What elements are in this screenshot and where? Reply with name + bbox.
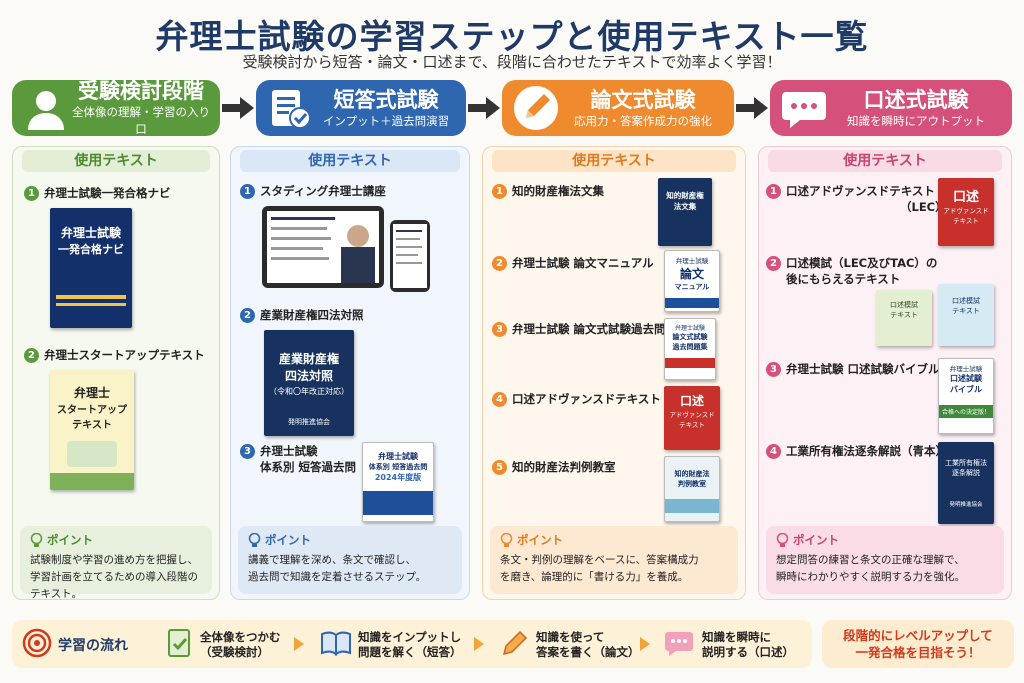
book-cover: 工業所有権法 逐条解説 発明推進協会 <box>938 442 994 524</box>
stage-name: 短答式試験 <box>333 87 439 112</box>
column-heading: 使用テキスト <box>492 150 736 172</box>
lightbulb-icon <box>248 533 261 547</box>
point-text: 講義で理解を深め、条文で確認し、過去問で知識を定着させるステップ。 <box>248 554 427 583</box>
point-box: ポイント 条文・判例の理解をベースに、答案構成力を磨き、論理的に「書ける力」を養… <box>490 526 738 594</box>
stage-header-1: 受験検討段階全体像の理解・学習の入り口 <box>12 79 220 136</box>
list-item: （LEC） <box>900 200 947 214</box>
book-cover: 口述模試 テキスト <box>876 290 932 346</box>
checklist-icon <box>168 629 190 657</box>
book-cover: 口述 アドヴァンスド テキスト <box>938 178 994 246</box>
column-heading: 使用テキスト <box>768 150 1002 172</box>
flow-arrow-icon <box>294 637 304 651</box>
page-subtitle: 受験検討から短答・論文・口述まで、段階に合わせたテキストで効率よく学習！ <box>242 53 782 71</box>
stage-arrow-icon <box>240 97 254 119</box>
lightbulb-icon <box>500 533 513 547</box>
book-cover: 知的財産権 法文集 <box>658 178 712 246</box>
point-text: 条文・判例の理解をベースに、答案構成力を磨き、論理的に「書ける力」を養成。 <box>500 554 699 583</box>
point-label: ポイント <box>776 532 996 548</box>
point-box: ポイント 想定問答の練習と条文の正確な理解で、瞬時にわかりやすく説明する力を強化… <box>766 526 1004 594</box>
stage-name: 口述式試験 <box>863 87 969 112</box>
point-label: ポイント <box>248 532 454 548</box>
stage-header-3: 論文式試験応用力・答案作成力の強化 <box>502 80 734 136</box>
book-cover: 弁理士試験 一発合格ナビ <box>50 208 132 328</box>
point-label: ポイント <box>30 532 204 548</box>
point-box: ポイント 試験制度や学習の進め方を把握し、学習計画を立てるための導入段階のテキス… <box>20 526 212 600</box>
stage-name: 論文式試験 <box>590 87 696 112</box>
flow-step: 全体像をつかむ（受験検討） <box>200 630 281 659</box>
flow-arrow-icon <box>474 637 484 651</box>
pencil-icon <box>502 630 528 656</box>
stage-arrow-icon <box>486 97 500 119</box>
stage-desc: インプット＋過去問演習 <box>322 113 450 128</box>
book-cover: 産業財産権 四法対照 （令和〇年改正対応） 発明推進協会 <box>264 330 354 436</box>
point-label: ポイント <box>500 532 730 548</box>
page-title: 弁理士試験の学習ステップと使用テキスト一覧 <box>155 17 869 56</box>
point-text: 想定問答の練習と条文の正確な理解で、瞬時にわかりやすく説明する力を強化。 <box>776 554 965 583</box>
open-book-icon <box>321 631 351 656</box>
target-icon <box>22 628 52 658</box>
column-heading: 使用テキスト <box>22 150 210 172</box>
point-box: ポイント 講義で理解を深め、条文で確認し、過去問で知識を定着させるステップ。 <box>238 526 462 594</box>
column-heading: 使用テキスト <box>240 150 460 172</box>
stage-desc: 全体像の理解・学習の入り口 <box>72 105 210 136</box>
phone-illustration <box>390 220 430 292</box>
book-check-icon <box>272 90 311 129</box>
book-cover: 弁理士試験 論文 マニュアル <box>664 250 720 312</box>
book-cover: 知的財産法 判例教室 <box>664 456 720 522</box>
flow-label: 学習の流れ <box>58 638 128 654</box>
stage-arrow-icon <box>754 97 768 119</box>
book-cover: 口述模試 テキスト <box>938 284 994 346</box>
flow-step: 知識を使って答案を書く（論文） <box>536 630 640 659</box>
flow-step: 知識を瞬時に説明する（口述） <box>702 630 794 659</box>
tablet-illustration <box>262 206 384 288</box>
stage-desc: 応用力・答案作成力の強化 <box>574 113 712 128</box>
book-cover: 弁理士試験 口述試験 バイブル 合格への決定版！ <box>938 358 994 434</box>
lightbulb-icon <box>776 533 789 547</box>
goal-message: 段階的にレベルアップして一発合格を目指そう！ <box>822 620 1014 668</box>
pencil-icon <box>514 86 558 130</box>
flow-step: 知識をインプットし問題を解く（短答） <box>358 630 462 659</box>
list-item: 後にもらえるテキスト <box>786 272 901 286</box>
book-cover: 弁理士試験 論文式試験 過去問題集 <box>664 318 716 380</box>
speech-bubble-icon <box>665 632 693 656</box>
person-icon <box>28 91 64 130</box>
flow-arrow-icon <box>640 637 650 651</box>
lightbulb-icon <box>30 533 43 547</box>
stage-name: 受験検討段階 <box>78 79 204 103</box>
stage-arrow-shaft <box>468 104 488 112</box>
list-item: 体系別 短答過去問 <box>260 460 357 474</box>
point-text: 試験制度や学習の進め方を把握し、学習計画を立てるための導入段階のテキスト。 <box>30 554 198 600</box>
stage-arrow-shaft <box>222 104 242 112</box>
book-cover: 弁理士 スタートアップ テキスト <box>50 370 134 490</box>
book-cover: 口述 アドヴァンスド テキスト <box>664 386 720 450</box>
stage-arrow-shaft <box>736 104 756 112</box>
stage-header-2: 短答式試験インプット＋過去問演習 <box>256 80 466 136</box>
stage-header-4: 口述式試験知識を瞬時にアウトプット <box>770 80 1012 136</box>
stage-desc: 知識を瞬時にアウトプット <box>847 113 985 128</box>
speech-bubble-icon <box>782 92 826 128</box>
book-cover: 弁理士試験 体系別 短答過去問 2024年度版 <box>362 442 434 522</box>
